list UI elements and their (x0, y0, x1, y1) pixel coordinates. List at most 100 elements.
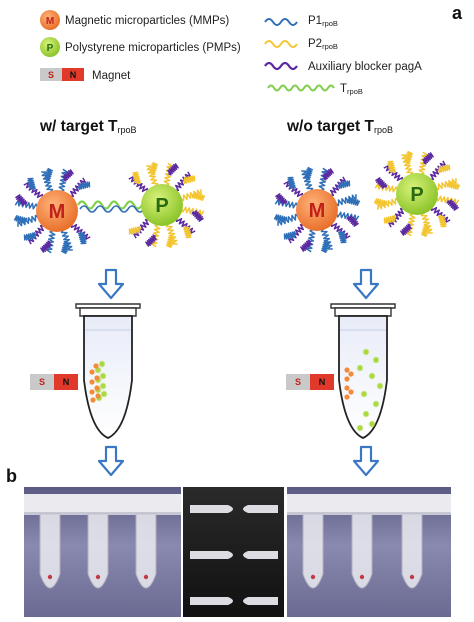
probe-branch (346, 197, 361, 207)
legend-mmp: M Magnetic microparticles (MMPs) (40, 10, 229, 30)
probe-branch (191, 210, 205, 222)
probe-strand (17, 214, 39, 227)
right-magnet-s-label: S (295, 377, 301, 387)
mmp-dot (93, 363, 99, 369)
left-pmp-particle: P (141, 184, 183, 226)
probe-strand (14, 199, 39, 210)
right-tube-body (338, 315, 388, 439)
target-legend-wave (267, 84, 335, 92)
probe-strand (405, 212, 416, 237)
right-magnet: S N (286, 374, 334, 390)
mmp-dot (94, 385, 100, 391)
pmp-dot (372, 400, 380, 408)
probe-branch (14, 194, 28, 206)
probe-branch (132, 171, 142, 185)
left-target-bridge (77, 200, 151, 210)
photo-middle (183, 487, 284, 617)
left-bridge-probe (79, 205, 145, 213)
right-tube (330, 303, 396, 439)
probe-strand (374, 182, 399, 193)
probe-branch (128, 225, 142, 235)
legend-magnet: S N Magnet (40, 68, 131, 82)
probe-strand (180, 206, 205, 217)
probe-strand (146, 165, 159, 187)
pmp-dot (368, 372, 376, 380)
left-tube-body (83, 315, 133, 439)
probe-strand (335, 194, 357, 207)
pmp-dot (368, 420, 376, 428)
probe-strand (435, 195, 460, 206)
photo-right (287, 487, 451, 617)
probe-branch (387, 160, 397, 174)
probe-branch (23, 231, 37, 241)
probe-branch (13, 214, 28, 224)
left-mmp-letter: M (49, 201, 66, 223)
probe-branch (383, 214, 397, 224)
magnet-legend-s-label: S (48, 70, 54, 80)
probe-strand (163, 162, 174, 187)
probe-branch (62, 168, 74, 182)
probe-branch (274, 193, 288, 205)
mmp-dot (89, 389, 95, 395)
probe-branch (182, 175, 196, 185)
probe-branch (165, 234, 175, 249)
pmp-legend-icon (40, 37, 60, 57)
probe-strand (320, 228, 333, 250)
probe-strand (277, 213, 299, 226)
mmp-dot (348, 389, 354, 395)
probe-branch (322, 167, 334, 181)
legend-p1: P1rpoB (264, 15, 338, 28)
left-tube-particles (89, 360, 108, 403)
mmp-dot (90, 397, 96, 403)
probe-branch (337, 180, 351, 190)
left-magnet-s-label: S (39, 377, 45, 387)
probe-strand (301, 170, 314, 192)
pmp-dot (99, 372, 107, 380)
probe-branch (273, 213, 288, 223)
right-magnet-n-label: N (319, 377, 326, 387)
mmp-dot (348, 371, 354, 377)
probe-branch (167, 162, 179, 176)
target-legend-label: TrpoB (340, 83, 363, 96)
mmp-dot (95, 393, 101, 399)
probe-strand (58, 168, 69, 193)
legend-p2: P2rpoB (264, 38, 338, 51)
p2-legend-label: P2rpoB (308, 38, 338, 51)
probe-branch (373, 197, 388, 207)
probe-branch (287, 176, 297, 190)
probe-strand (150, 223, 161, 248)
mmp-dot (344, 376, 350, 382)
probe-strand (132, 218, 150, 239)
mmp-legend-icon (40, 10, 60, 30)
probe-strand (383, 164, 404, 182)
probe-strand (41, 171, 54, 193)
probe-strand (69, 177, 87, 198)
probe-strand (165, 223, 178, 245)
probe-strand (175, 217, 196, 235)
right-column-header: w/o target TrpoB (286, 118, 393, 135)
left-magnet-n-pole (54, 374, 78, 390)
left-arrow-2-icon (97, 445, 125, 477)
probe-branch (300, 239, 312, 253)
right-mmp-letter: M (309, 200, 326, 222)
pmp-dot (360, 390, 368, 398)
probe-strand (283, 180, 304, 198)
pmp-dot (356, 424, 364, 432)
left-magnet: S N (30, 374, 78, 390)
left-pmp-letter: P (155, 195, 168, 217)
probe-strand (70, 223, 91, 241)
pmp-legend-label: Polystyrene microparticles (PMPs) (65, 42, 241, 54)
mmp-dot (344, 385, 350, 391)
pmp-dot (362, 348, 370, 356)
probe-branch (27, 177, 37, 191)
probe-strand (318, 167, 329, 192)
mmp-dot (344, 367, 350, 373)
blocker-legend-wave (264, 61, 298, 71)
probe-strand (174, 171, 192, 192)
mmp-dot (94, 375, 100, 381)
right-arrow-2-icon (352, 445, 380, 477)
pmp-dot (376, 382, 384, 390)
probe-branch (337, 230, 347, 244)
probe-branch (446, 199, 460, 211)
